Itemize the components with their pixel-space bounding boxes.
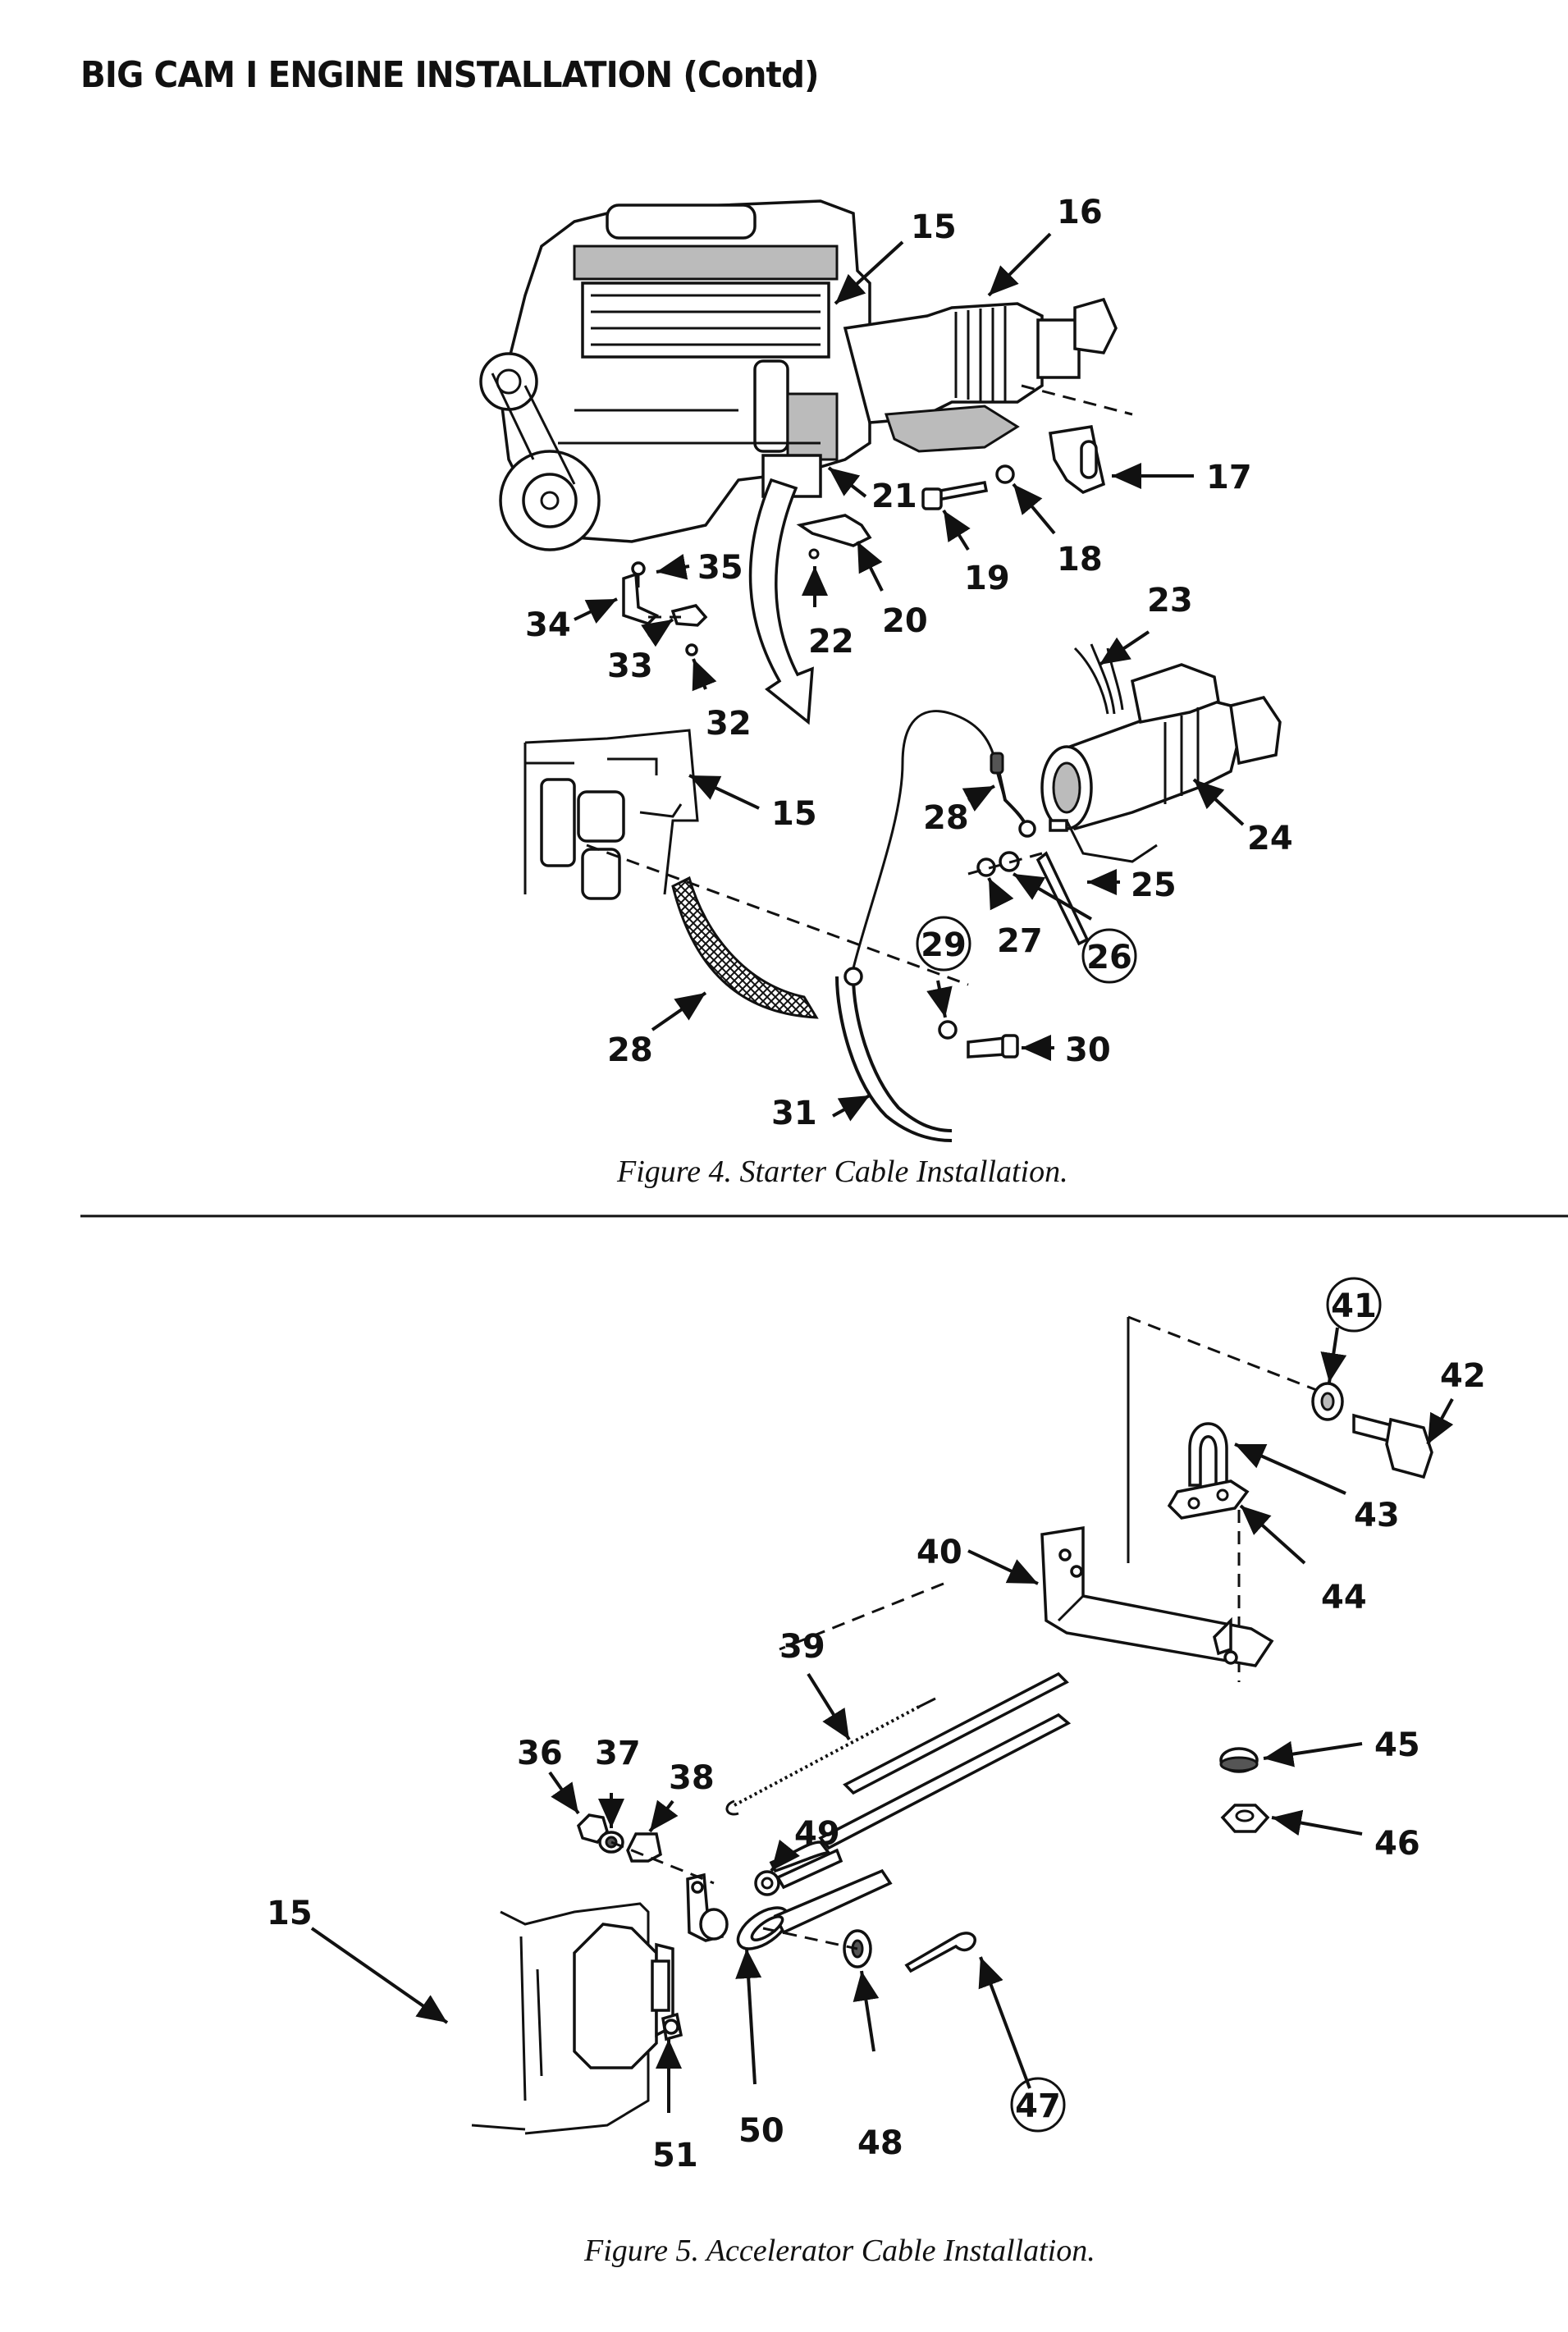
clamp-33 xyxy=(670,604,708,627)
callout-22: 22 xyxy=(808,623,854,661)
callout-26-circle xyxy=(1081,928,1137,984)
callout-28-lower: 28 xyxy=(607,1031,653,1069)
callout-31: 31 xyxy=(771,1095,817,1132)
starter-motor-24 xyxy=(1040,663,1282,863)
nut-35 xyxy=(631,561,646,576)
braided-strap-28 xyxy=(671,876,819,1019)
engine-illustration xyxy=(479,199,1133,551)
figure-5-caption: Figure 5. Accelerator Cable Installation… xyxy=(583,2234,1095,2268)
bracket-40 xyxy=(1040,1525,1274,1667)
callout-41-circle xyxy=(1326,1277,1382,1333)
figure-4: 15 16 17 18 19 20 21 22 23 24 25 26 27 2… xyxy=(479,194,1293,1189)
page-title: BIG CAM I ENGINE INSTALLATION (Contd) xyxy=(80,54,820,96)
spring-39 xyxy=(725,1697,936,1816)
callout-43: 43 xyxy=(1354,1497,1400,1534)
throttle-housing xyxy=(471,1872,729,2135)
callout-38: 38 xyxy=(669,1759,715,1797)
callout-40: 40 xyxy=(917,1534,962,1571)
callout-32: 32 xyxy=(706,705,752,743)
callout-26: 26 xyxy=(1086,939,1132,976)
cable-loop xyxy=(852,710,1007,969)
cable-housing xyxy=(843,1671,1069,1795)
wires-23 xyxy=(1073,647,1109,715)
callout-24: 24 xyxy=(1247,820,1293,857)
callout-15-detail: 15 xyxy=(771,795,817,833)
callout-19: 19 xyxy=(964,560,1010,597)
callout-29-circle xyxy=(916,916,971,972)
callout-39: 39 xyxy=(779,1628,825,1666)
fig4-leaders xyxy=(574,232,1245,1122)
figure-4-caption: Figure 4. Starter Cable Installation. xyxy=(616,1155,1068,1189)
cotter-pin-47 xyxy=(904,1932,976,1973)
callout-51: 51 xyxy=(652,2137,698,2174)
nut-46 xyxy=(1220,1804,1270,1833)
callout-35: 35 xyxy=(697,549,743,587)
screw-32 xyxy=(685,643,698,656)
callout-17: 17 xyxy=(1206,459,1252,496)
callout-20: 20 xyxy=(882,602,928,640)
callout-28-upper: 28 xyxy=(923,799,969,837)
callout-46: 46 xyxy=(1374,1825,1420,1863)
callout-48: 48 xyxy=(857,2124,903,2162)
callout-36: 36 xyxy=(517,1735,563,1772)
washer-18 xyxy=(995,464,1015,484)
callout-47: 47 xyxy=(1015,2087,1061,2125)
callout-25: 25 xyxy=(1131,866,1177,904)
callout-29: 29 xyxy=(921,926,967,964)
callout-49: 49 xyxy=(794,1815,840,1853)
callout-50: 50 xyxy=(738,2112,784,2150)
detail-block xyxy=(523,729,699,900)
callout-42: 42 xyxy=(1440,1357,1486,1395)
callout-23: 23 xyxy=(1147,582,1193,620)
u-bolt-43 xyxy=(1188,1422,1228,1487)
callout-33: 33 xyxy=(607,647,653,685)
callout-16: 16 xyxy=(1057,194,1103,231)
callout-18: 18 xyxy=(1057,541,1103,578)
callout-27: 27 xyxy=(997,922,1043,960)
figure-5: 41 42 43 44 40 39 45 46 36 37 38 49 15 4… xyxy=(267,1277,1486,2268)
callout-37: 37 xyxy=(595,1735,641,1772)
callout-45: 45 xyxy=(1374,1726,1420,1764)
plate-44 xyxy=(1167,1479,1250,1520)
detail-arrow xyxy=(748,478,814,725)
battery-cable-31 xyxy=(835,976,953,1142)
rod-end-49 xyxy=(754,1870,780,1896)
lockwasher-29 xyxy=(938,1020,958,1040)
transmission-ribs xyxy=(954,306,1007,402)
fig5-leaders xyxy=(310,1327,1454,2113)
callout-34: 34 xyxy=(525,606,571,644)
stud-25 xyxy=(1035,851,1090,946)
callout-15-fig5: 15 xyxy=(267,1895,313,1932)
callout-41: 41 xyxy=(1331,1287,1377,1325)
callout-44: 44 xyxy=(1321,1579,1367,1616)
callout-47-circle xyxy=(1010,2077,1066,2133)
bolt-30 xyxy=(967,1036,1007,1059)
clamp-38 xyxy=(626,1832,662,1863)
lever-51 xyxy=(651,1959,670,2012)
callout-15: 15 xyxy=(911,208,957,246)
callout-30: 30 xyxy=(1065,1031,1111,1069)
callout-21: 21 xyxy=(871,478,917,515)
clamp-20 xyxy=(796,514,872,547)
